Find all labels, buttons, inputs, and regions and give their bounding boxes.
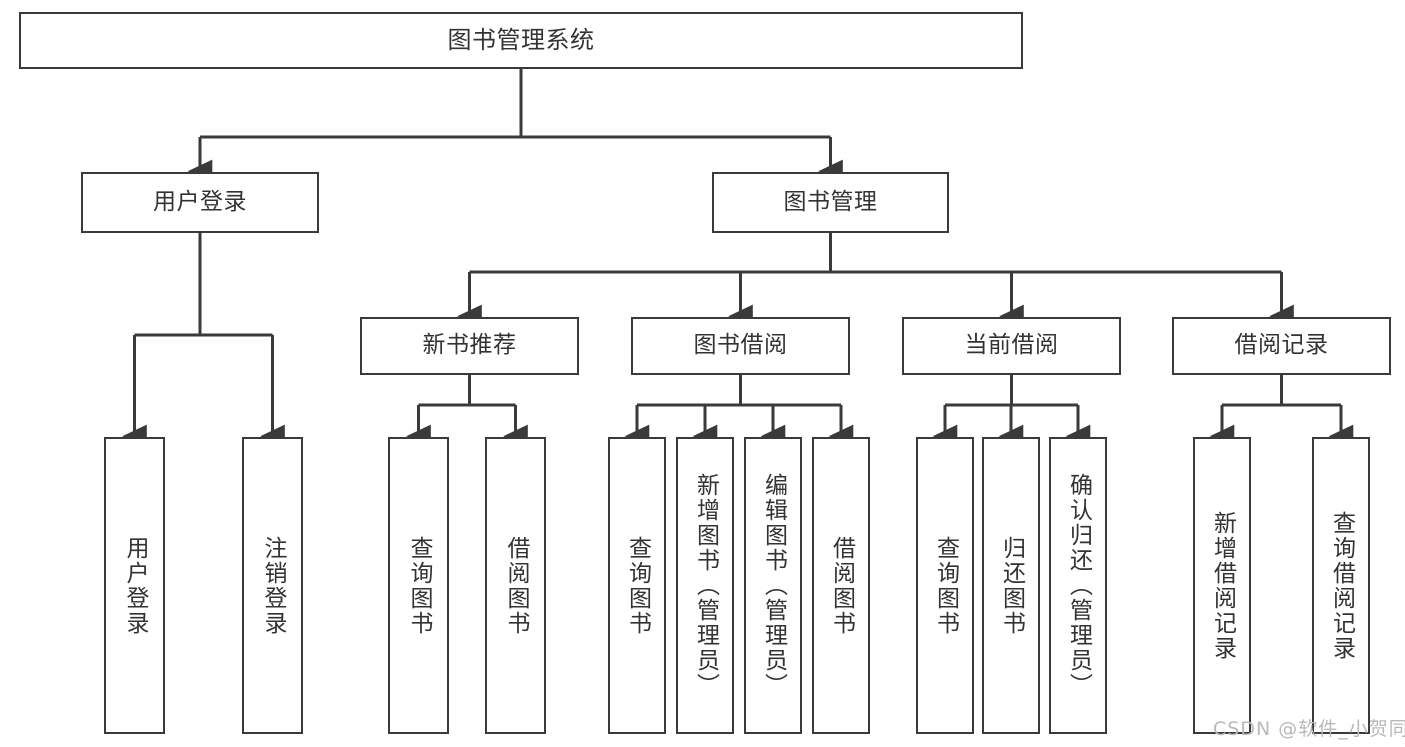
node-label: 借阅图书 <box>503 535 529 636</box>
node-leaf-return-book[interactable]: 归还图书 <box>982 437 1040 734</box>
node-label: 新增图书（管理员） <box>692 473 719 698</box>
node-label: 查询图书 <box>406 535 432 636</box>
node-label: 编辑图书（管理员） <box>760 473 787 698</box>
node-book-borrow[interactable]: 图书借阅 <box>631 317 850 375</box>
node-label: 用户登录 <box>153 188 247 215</box>
node-leaf-user-login[interactable]: 用户登录 <box>104 437 165 734</box>
node-label: 图书管理系统 <box>447 26 595 55</box>
node-leaf-query-book-2[interactable]: 查询图书 <box>608 437 666 734</box>
node-label: 图书管理 <box>783 188 878 215</box>
node-leaf-borrow-book-1[interactable]: 借阅图书 <box>485 437 546 734</box>
node-leaf-query-book-3[interactable]: 查询图书 <box>916 437 974 734</box>
node-root[interactable]: 图书管理系统 <box>19 12 1023 69</box>
node-new-book-recommend[interactable]: 新书推荐 <box>360 317 579 375</box>
node-book-manage[interactable]: 图书管理 <box>712 172 949 233</box>
node-label: 借阅图书 <box>828 535 855 636</box>
node-leaf-confirm-return[interactable]: 确认归还（管理员） <box>1049 437 1107 734</box>
node-leaf-query-book-1[interactable]: 查询图书 <box>388 437 449 734</box>
node-user-login[interactable]: 用户登录 <box>81 172 319 233</box>
node-label: 查询借阅记录 <box>1328 510 1355 661</box>
node-label: 当前借阅 <box>964 332 1059 359</box>
watermark: CSDN @软件_小贺同学 <box>1213 718 1405 740</box>
node-label: 新书推荐 <box>422 332 517 359</box>
node-label: 确认归还（管理员） <box>1065 473 1092 698</box>
node-label: 查询图书 <box>624 535 651 636</box>
node-leaf-user-logout[interactable]: 注销登录 <box>242 437 303 734</box>
node-leaf-edit-book[interactable]: 编辑图书（管理员） <box>744 437 802 734</box>
node-leaf-add-book[interactable]: 新增图书（管理员） <box>676 437 734 734</box>
node-leaf-add-borrow-record[interactable]: 新增借阅记录 <box>1193 437 1251 734</box>
node-leaf-borrow-book-2[interactable]: 借阅图书 <box>812 437 870 734</box>
node-borrow-record[interactable]: 借阅记录 <box>1172 317 1391 375</box>
node-label: 用户登录 <box>122 535 148 636</box>
node-label: 图书借阅 <box>693 332 788 359</box>
node-label: 新增借阅记录 <box>1209 510 1236 661</box>
node-label: 查询图书 <box>932 535 959 636</box>
node-label: 归还图书 <box>998 535 1025 636</box>
node-label: 借阅记录 <box>1234 332 1329 359</box>
node-leaf-query-borrow-record[interactable]: 查询借阅记录 <box>1312 437 1370 734</box>
node-label: 注销登录 <box>260 535 286 636</box>
node-current-borrow[interactable]: 当前借阅 <box>902 317 1121 375</box>
